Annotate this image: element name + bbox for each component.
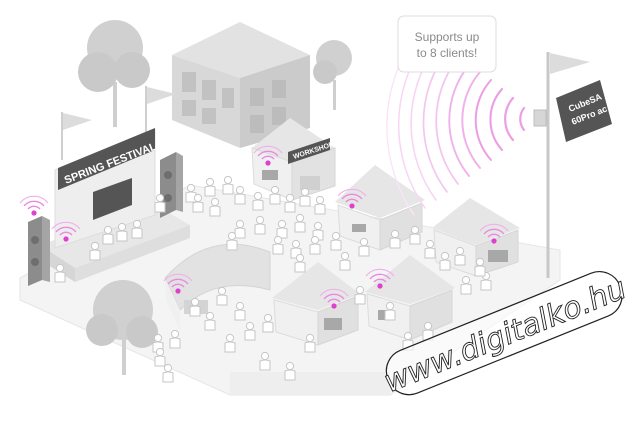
access-point-pole: CubeSA 60Pro ac (533, 52, 612, 278)
flag-mid (145, 86, 176, 140)
wifi-icon (19, 195, 49, 217)
tent-right-1 (335, 165, 425, 251)
tree-bottom-left (86, 280, 158, 375)
main-building (172, 22, 310, 148)
callout-line2: to 8 clients! (417, 46, 478, 60)
device-sign (556, 80, 612, 142)
access-point-device (533, 109, 547, 127)
callout-line1: Supports up (415, 30, 480, 44)
flag-left (61, 112, 92, 160)
tent-center (272, 262, 360, 346)
tree-top-right (313, 40, 352, 110)
capacity-callout: Supports up to 8 clients! (397, 15, 497, 73)
workshop-tent: WORKSHOP (251, 118, 336, 201)
tree-top-left (78, 20, 150, 127)
